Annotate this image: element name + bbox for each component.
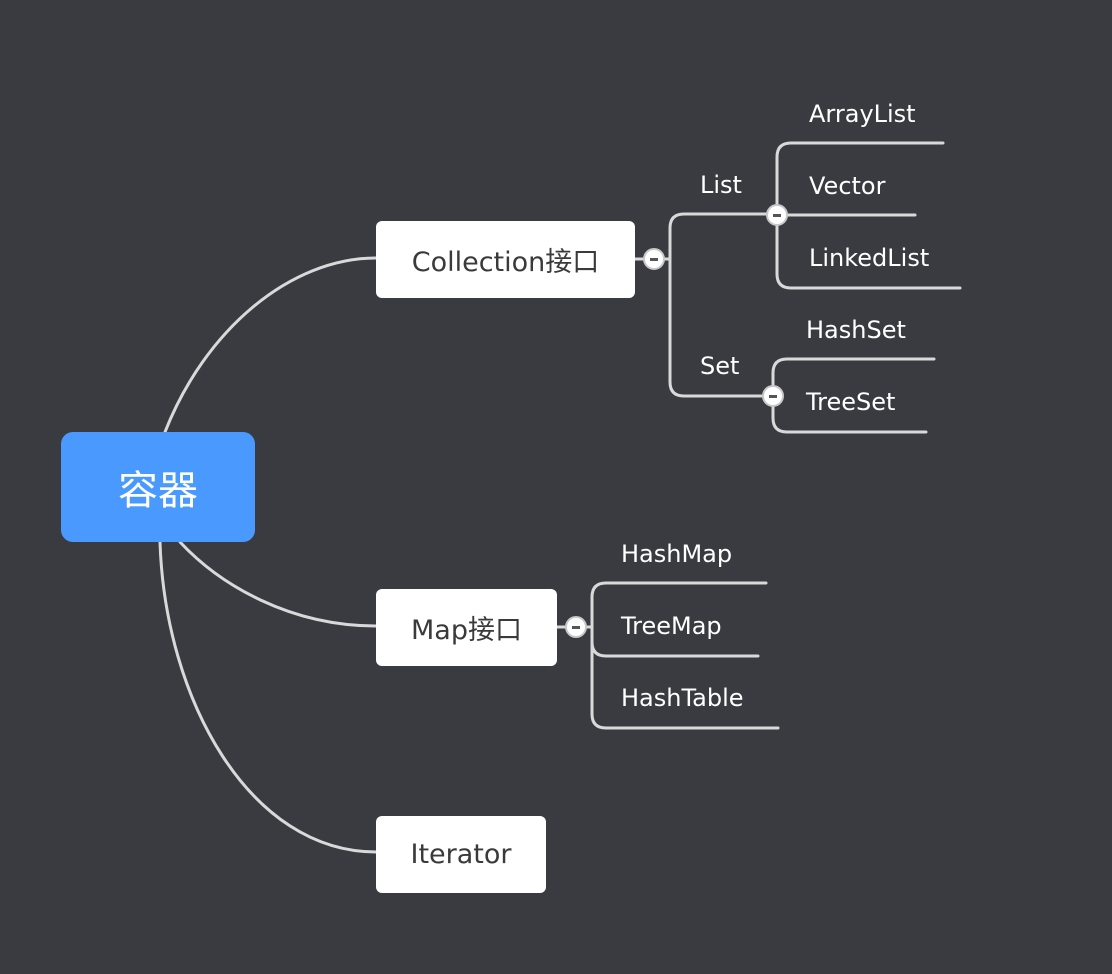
collapse-set-toggle[interactable] [762,385,784,407]
edge-root-iterator [158,540,378,854]
edge-list-linkedlist [775,212,962,290]
edge-root-map [178,540,378,628]
set-item-treeset[interactable]: TreeSet [806,388,896,416]
edge-root-collection [163,256,378,434]
edge-collection-list [668,212,779,261]
edge-set-hashset [771,357,936,398]
list-item-arraylist[interactable]: ArrayList [809,100,916,128]
root-node[interactable]: 容器 [61,432,255,542]
map-item-hashtable[interactable]: HashTable [621,684,744,712]
map-node[interactable]: Map接口 [376,589,557,666]
set-item-hashset[interactable]: HashSet [806,316,906,344]
collapse-list-toggle[interactable] [766,204,788,226]
iterator-node[interactable]: Iterator [376,816,546,893]
edge-set-treeset [771,394,928,434]
edge-list-arraylist [775,141,945,216]
edge-collection-set [668,257,775,398]
collection-node[interactable]: Collection接口 [376,221,635,298]
map-item-treemap[interactable]: TreeMap [621,612,722,640]
collapse-collection-toggle[interactable] [643,248,665,270]
map-item-hashmap[interactable]: HashMap [621,540,733,568]
set-node[interactable]: Set [700,352,740,380]
edge-map-hashmap [590,581,768,629]
list-item-linkedlist[interactable]: LinkedList [809,244,930,272]
list-node[interactable]: List [700,171,742,199]
collapse-map-toggle[interactable] [565,616,587,638]
edge-map-hashtable [590,625,780,730]
list-item-vector[interactable]: Vector [809,172,886,200]
